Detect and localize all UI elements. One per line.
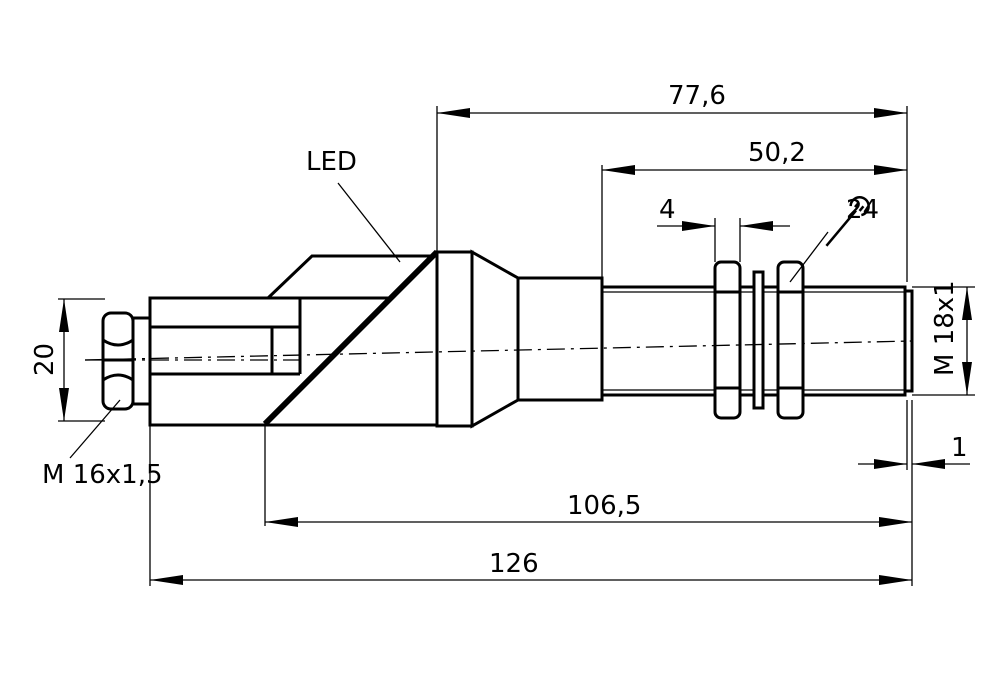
washer	[752, 270, 765, 410]
dim-77-6: 77,6	[668, 81, 726, 111]
dim-4: 4	[659, 195, 676, 225]
sensor-body	[101, 249, 914, 429]
centerline	[84, 340, 913, 361]
dim-106-5: 106,5	[567, 491, 641, 521]
nut-right	[776, 260, 805, 420]
taper	[470, 249, 520, 429]
connector-thread-label: M 16x1,5	[42, 460, 163, 490]
sensor-thread-label: M 18x1	[930, 280, 960, 376]
dim-20: 20	[30, 343, 60, 376]
extension-lines	[58, 106, 975, 586]
nut-left	[713, 260, 742, 420]
collar	[435, 250, 474, 428]
led-label: LED	[306, 147, 357, 177]
connector-nut	[101, 311, 152, 411]
leader-lines	[69, 182, 829, 459]
dim-126: 126	[489, 549, 539, 579]
dim-1: 1	[951, 433, 968, 463]
led-window-line	[262, 249, 440, 427]
wrench-size-label: 24	[846, 195, 879, 225]
wrench-icon	[825, 195, 870, 247]
dimension-lines	[59, 108, 972, 585]
dim-50-2: 50,2	[748, 138, 806, 168]
sleeve	[516, 276, 604, 402]
